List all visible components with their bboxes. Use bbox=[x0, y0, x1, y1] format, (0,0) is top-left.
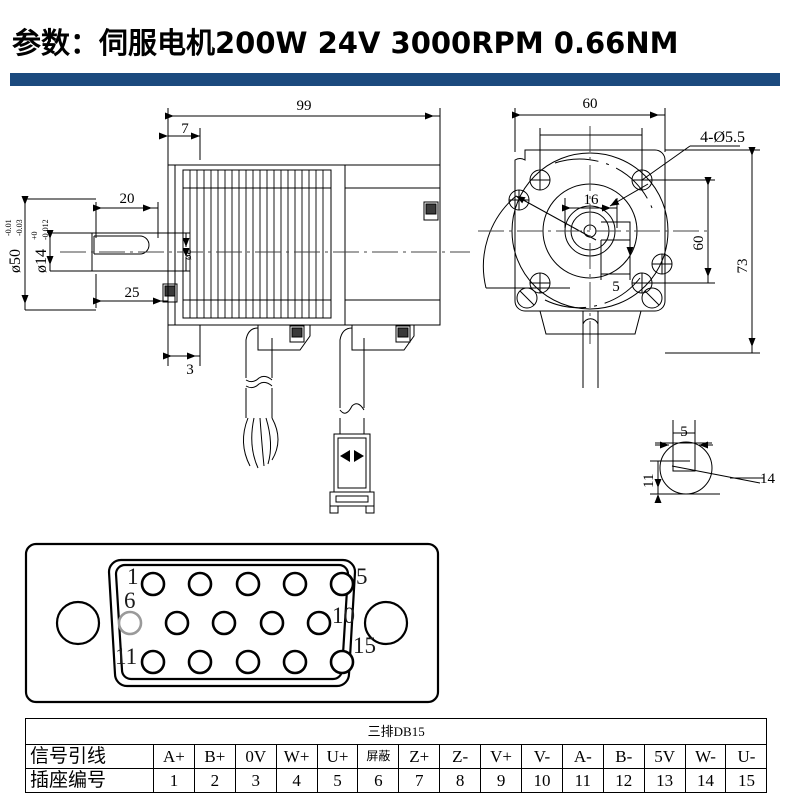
dim-shaft-length: 20 bbox=[120, 191, 135, 207]
signal-cell-1: A+ bbox=[153, 744, 195, 769]
db15-label-pin-15: 15 bbox=[353, 633, 376, 658]
db15-label-pin-11: 11 bbox=[115, 644, 137, 669]
signal-cell-11: A- bbox=[561, 744, 604, 769]
dim-flange-diameter: ø50 bbox=[7, 249, 24, 273]
signal-cell-5: U+ bbox=[316, 744, 359, 769]
signal-cell-14: W- bbox=[684, 744, 727, 769]
table-row-signal: 信号引线 A+ B+ 0V W+ U+ 屏蔽 Z+ Z- V+ V- A- B-… bbox=[25, 744, 768, 769]
dim-key-depth-detail: 11 bbox=[641, 474, 657, 488]
db15-label-pin-6: 6 bbox=[124, 588, 136, 613]
dim-bolt-spacing-h: 60 bbox=[583, 96, 598, 112]
dim-pilot-diameter: 16 bbox=[584, 192, 600, 208]
db15-label-pin-1: 1 bbox=[127, 564, 139, 589]
socket-cell-14: 14 bbox=[684, 768, 727, 793]
mounting-hole-right bbox=[363, 600, 409, 646]
socket-cell-13: 13 bbox=[643, 768, 686, 793]
socket-cell-6: 6 bbox=[357, 768, 400, 793]
dim-key-width-detail: 5 bbox=[680, 424, 688, 440]
signal-cell-4: W+ bbox=[275, 744, 318, 769]
db15-connector-diagram: 1 5 6 10 11 15 bbox=[22, 540, 442, 708]
db15-label-pin-5: 5 bbox=[356, 564, 368, 589]
dim-shaft-tol-lower: -0.012 bbox=[41, 219, 50, 240]
dim-overall-length: 99 bbox=[297, 98, 312, 114]
dim-bolt-spacing-v: 60 bbox=[691, 236, 707, 251]
dim-mounting-holes: 4-Ø5.5 bbox=[700, 129, 745, 146]
socket-cell-7: 7 bbox=[398, 768, 441, 793]
db15-label-pin-10: 10 bbox=[332, 603, 355, 628]
dim-shaft-step: 25 bbox=[125, 285, 140, 301]
socket-cell-9: 9 bbox=[480, 768, 523, 793]
table-row-title: 三排DB15 bbox=[24, 718, 768, 745]
dim-body-width: 73 bbox=[735, 259, 751, 274]
dim-key-width-front: 5 bbox=[612, 279, 620, 295]
dim-shaft-diameter: ø14 bbox=[33, 249, 50, 273]
page-title: 参数：伺服电机200W 24V 3000RPM 0.66NM bbox=[12, 26, 679, 60]
dim-flange-tol-upper: -0.01 bbox=[4, 219, 13, 236]
socket-cell-2: 2 bbox=[193, 768, 236, 793]
pin-row-middle bbox=[117, 610, 332, 636]
socket-cell-8: 8 bbox=[439, 768, 482, 793]
accent-bar bbox=[10, 73, 780, 86]
signal-cell-15: U- bbox=[725, 744, 768, 769]
socket-cell-5: 5 bbox=[316, 768, 359, 793]
dim-shaft-diameter-detail: 14 bbox=[760, 471, 776, 487]
dim-flange-tol-lower: -0.03 bbox=[15, 219, 24, 236]
socket-cell-10: 10 bbox=[521, 768, 563, 793]
socket-cell-4: 4 bbox=[275, 768, 318, 793]
dim-inner-bore: ø8 bbox=[182, 249, 194, 261]
signal-cell-7: Z+ bbox=[398, 744, 441, 769]
table-row-socket: 插座编号 1 2 3 4 5 6 7 8 9 10 11 12 13 14 15 bbox=[25, 768, 768, 793]
signal-cell-10: V- bbox=[521, 744, 563, 769]
socket-cell-12: 12 bbox=[602, 768, 645, 793]
signal-cell-13: 5V bbox=[643, 744, 686, 769]
socket-cell-11: 11 bbox=[561, 768, 604, 793]
signal-cell-9: V+ bbox=[480, 744, 523, 769]
dim-foot-offset: 3 bbox=[186, 362, 194, 378]
table-title: 三排DB15 bbox=[24, 718, 768, 745]
socket-cell-15: 15 bbox=[725, 768, 768, 793]
pin-assignment-table: 三排DB15 信号引线 A+ B+ 0V W+ U+ 屏蔽 Z+ Z- V+ V… bbox=[24, 718, 768, 793]
pin-row-bottom bbox=[140, 649, 355, 675]
signal-cell-2: B+ bbox=[193, 744, 236, 769]
dim-shaft-tol-upper: +0 bbox=[30, 231, 39, 240]
signal-cell-12: B- bbox=[602, 744, 645, 769]
signal-cell-6: 屏蔽 bbox=[357, 744, 400, 769]
signal-cell-3: 0V bbox=[234, 744, 277, 769]
pin-row-top bbox=[140, 571, 355, 597]
row-label-socket: 插座编号 bbox=[25, 768, 154, 793]
socket-cell-1: 1 bbox=[153, 768, 195, 793]
row-label-signal: 信号引线 bbox=[25, 744, 154, 769]
mounting-hole-left bbox=[55, 600, 101, 646]
dim-flange-thickness: 7 bbox=[181, 121, 189, 137]
technical-drawing: 99 7 20 25 3 60 16 5 4-Ø5.5 5 14 ø50 -0.… bbox=[0, 88, 790, 528]
socket-cell-3: 3 bbox=[234, 768, 277, 793]
signal-cell-8: Z- bbox=[439, 744, 482, 769]
